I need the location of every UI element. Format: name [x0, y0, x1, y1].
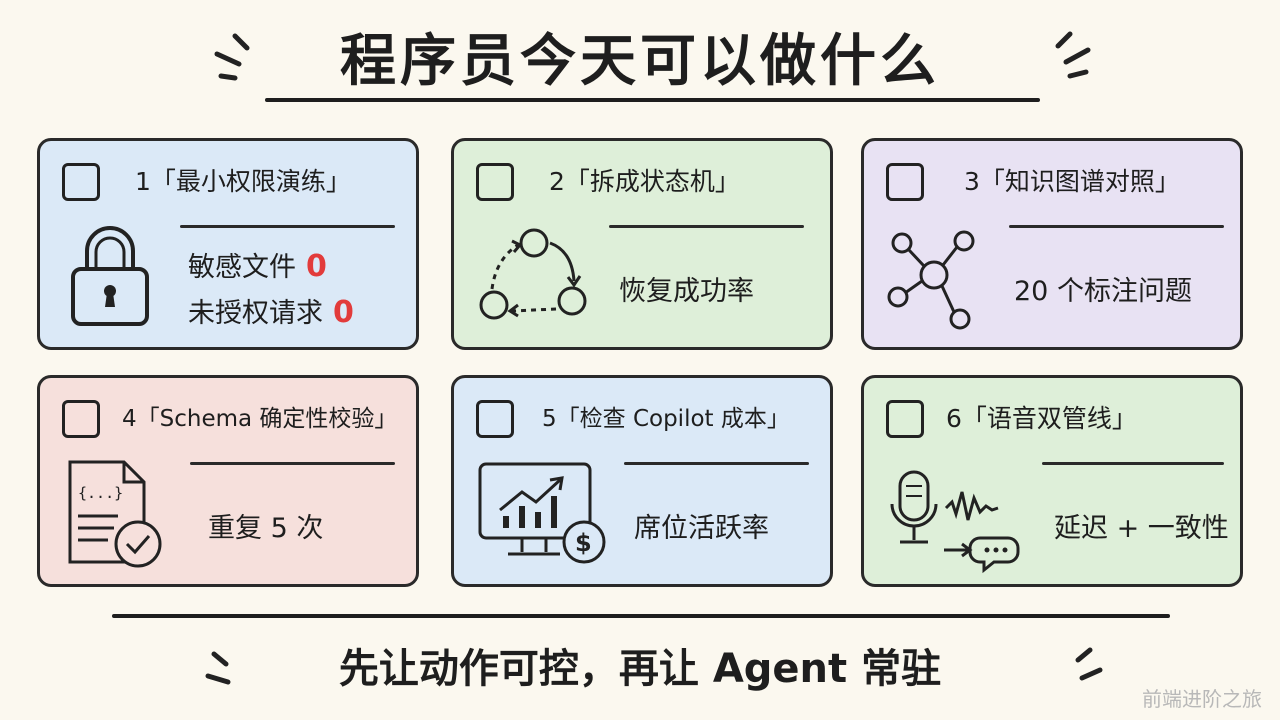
graph-network-icon	[887, 230, 975, 330]
footer-divider	[112, 614, 1170, 618]
metric-seat-activity: 席位活跃率	[634, 513, 769, 544]
metric-latency-consistency: 延迟 + 一致性	[1054, 513, 1229, 544]
checkbox[interactable]	[886, 400, 924, 438]
padlock-icon	[71, 226, 149, 326]
page-title: 程序员今天可以做什么	[340, 29, 940, 94]
svg-text:{...}: {...}	[78, 484, 123, 502]
metric-value: 0	[333, 295, 354, 330]
checkbox[interactable]	[886, 163, 924, 201]
sparkle-right-icon	[1055, 31, 1091, 79]
sparkle-footer-left-icon	[205, 651, 231, 685]
card-divider	[190, 462, 395, 465]
json-document-check-icon: {...}	[68, 460, 162, 568]
card-divider	[1042, 462, 1224, 465]
card-divider	[609, 225, 804, 228]
metric-value: 0	[306, 249, 327, 284]
checkbox[interactable]	[476, 400, 514, 438]
card-divider	[1009, 225, 1224, 228]
card-divider	[180, 225, 395, 228]
sparkle-left-icon	[214, 33, 250, 81]
card-title: 6「语音双管线」	[946, 404, 1137, 433]
monitor-chart-dollar-icon: $	[478, 462, 606, 564]
card-title: 3「知识图谱对照」	[964, 167, 1180, 196]
card-title: 5「检查 Copilot 成本」	[542, 406, 790, 432]
card-divider	[624, 462, 809, 465]
checkbox[interactable]	[62, 163, 100, 201]
card-copilot-cost: 5「检查 Copilot 成本」 $ 席位活跃率	[451, 375, 833, 587]
card-voice-pipeline: 6「语音双管线」 延迟 + 一致性	[861, 375, 1243, 587]
title-underline	[265, 98, 1040, 102]
card-title: 1「最小权限演练」	[135, 167, 351, 196]
footer-slogan: 先让动作可控，再让 Agent 常驻	[338, 646, 942, 692]
checkbox[interactable]	[476, 163, 514, 201]
card-knowledge-graph: 3「知识图谱对照」 20 个标注问题	[861, 138, 1243, 350]
card-state-machine: 2「拆成状态机」 恢复成功率	[451, 138, 833, 350]
card-title: 2「拆成状态机」	[549, 167, 740, 196]
sparkle-footer-right-icon	[1075, 647, 1103, 681]
card-title: 4「Schema 确定性校验」	[122, 406, 398, 432]
svg-text:$: $	[575, 529, 592, 557]
microphone-chat-icon	[890, 470, 1020, 574]
state-cycle-icon	[479, 228, 587, 320]
metric-repeat-count: 重复 5 次	[208, 513, 324, 544]
checkbox[interactable]	[62, 400, 100, 438]
watermark: 前端进阶之旅	[1142, 687, 1262, 711]
metric-annotated-questions: 20 个标注问题	[1014, 276, 1192, 307]
card-schema-validation: 4「Schema 确定性校验」 {...} 重复 5 次	[37, 375, 419, 587]
metric-recovery-rate: 恢复成功率	[619, 276, 754, 307]
